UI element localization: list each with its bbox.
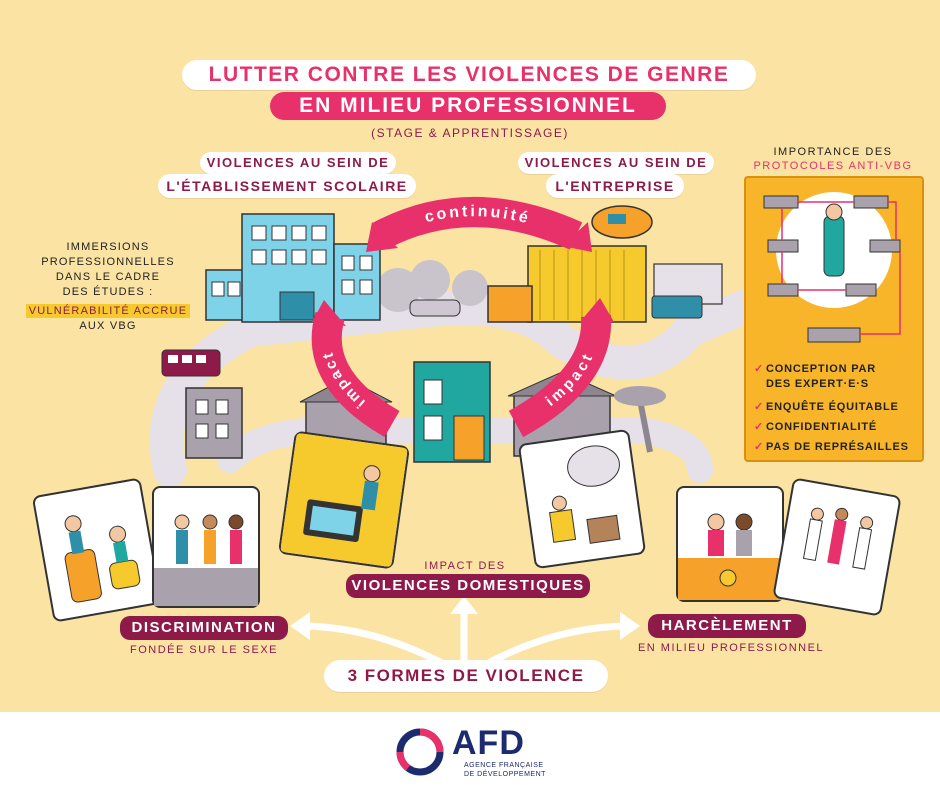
tree [410,260,450,300]
immersions-line: DANS LE CADRE [55,271,161,283]
school-entrance [279,291,315,321]
protocol-flowchart [763,192,901,343]
title-line-1: LUTTER CONTRE LES VIOLENCES DE GENRE [182,60,756,90]
expert-figure-icon [823,215,845,277]
protocol-item: ✓ENQUÊTE ÉQUITABLE [754,401,899,413]
continuity-arrow [372,197,583,250]
protocols-title-2: PROTOCOLES ANTI-VBG [753,160,913,172]
discrimination-sub: FONDÉE SUR LE SEXE [129,644,279,656]
company-building [527,245,647,323]
delivery-truck [651,295,703,319]
afd-brand: AFD [452,724,525,762]
harassment-card-1 [678,488,782,600]
car [409,299,461,317]
harassment-card-2 [774,479,900,615]
immersions-line: PROFESSIONNELLES [41,256,175,268]
protocols-notepad: ✓CONCEPTION PAR DES EXPERT·E·S ✓ENQUÊTE … [744,176,924,462]
protocols-title-1: IMPORTANCE DES [773,146,893,158]
discrimination-card-1 [34,479,160,621]
company-annex [487,285,533,323]
afd-tagline-2: DE DÉVELOPPEMENT [464,771,546,778]
school-label-line2: L'ÉTABLISSEMENT SCOLAIRE [158,174,416,198]
title-line-2: EN MILIEU PROFESSIONNEL [270,92,666,120]
protocol-item-cont: DES EXPERT·E·S [766,378,869,390]
vulnerability-highlight: VULNÉRABILITÉ ACCRUE [25,304,191,318]
home-door [453,415,485,461]
impact-arrow-left [311,311,400,438]
domestic-violence-label: VIOLENCES DOMESTIQUES [346,574,590,598]
harassment-sub: EN MILIEU PROFESSIONNEL [637,642,825,654]
protocol-item: ✓PAS DE REPRÉSAILLES [754,441,909,453]
tree [452,270,488,306]
impact-arrow-right [508,315,612,438]
immersions-note: IMMERSIONS PROFESSIONNELLES DANS LE CADR… [20,240,196,334]
domestic-intro: IMPACT DES [424,560,506,572]
palm-tree [637,399,653,453]
arrow-to-harassment [486,622,634,666]
school-label-line1: VIOLENCES AU SEIN DE [200,152,396,174]
three-forms-label: 3 FORMES DE VIOLENCE [324,660,608,692]
grey-building-left [185,387,243,459]
footer: AFD AGENCE FRANÇAISE DE DÉVELOPPEMENT [0,712,940,788]
domestic-card-2 [520,431,644,567]
immersions-last-line: AUX VBG [79,320,137,332]
discrimination-label: DISCRIMINATION [120,616,288,640]
company-label-line1: VIOLENCES AU SEIN DE [518,152,714,174]
discrimination-card-2 [154,488,258,606]
protocol-item: ✓CONFIDENTIALITÉ [754,421,878,433]
domestic-card-1 [280,432,408,568]
arrow-to-discrimination [296,622,444,666]
truck-logo-icon [608,214,626,224]
afd-tagline-1: AGENCE FRANÇAISE [464,762,544,769]
protocol-item: ✓CONCEPTION PAR [754,363,877,375]
immersions-line: IMMERSIONS [66,241,150,253]
harassment-label: HARCÈLEMENT [648,614,806,638]
afd-ring-logo-icon [396,728,444,776]
school-wing-right [333,243,381,321]
company-label-line2: L'ENTREPRISE [546,174,684,198]
tree [376,268,420,312]
infographic-poster: continuité impact impact LUTTER CONTRE L… [0,0,940,712]
immersions-line: DES ÉTUDES : [62,286,154,298]
title-subtitle: (STAGE & APPRENTISSAGE) [371,126,569,140]
